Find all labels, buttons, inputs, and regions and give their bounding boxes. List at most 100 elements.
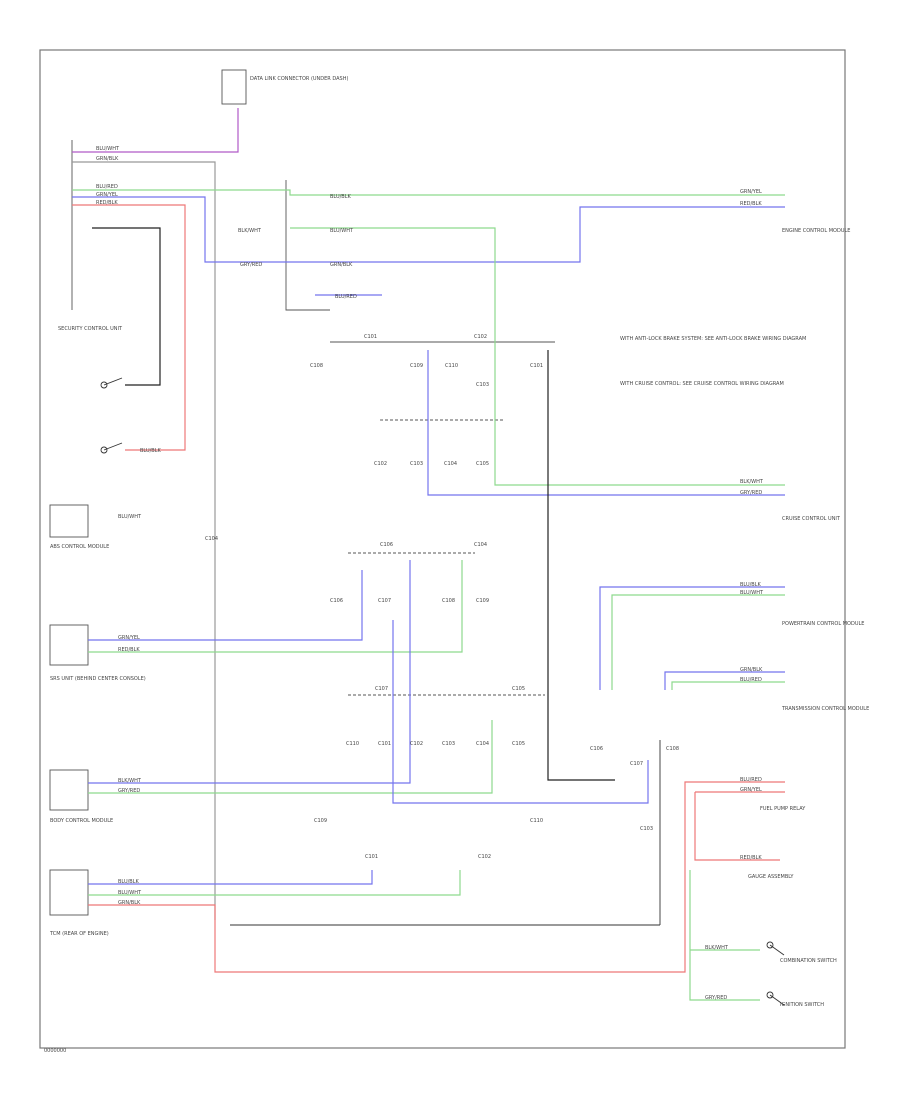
wire-green-16 xyxy=(88,720,493,794)
wire-code-label: GRY/RED xyxy=(705,995,727,1001)
data-link-label: DATA LINK CONNECTOR (UNDER DASH) xyxy=(250,76,348,82)
wire-code-label: GRY/RED xyxy=(240,262,262,268)
connector-label: C109 xyxy=(314,818,327,824)
switch-2-label: IGNITION SWITCH xyxy=(780,1002,824,1008)
wire-code-label: GRN/YEL xyxy=(740,189,762,195)
wire-green-3 xyxy=(72,189,785,196)
tcm-label: TCM (REAR OF ENGINE) xyxy=(49,931,109,937)
connector-label: C101 xyxy=(365,854,378,860)
wire-gray-2 xyxy=(72,161,216,920)
fuel-pump-label: FUEL PUMP RELAY xyxy=(760,806,806,812)
switch-1-icon xyxy=(100,381,108,389)
wire-code-label: BLK/WHT xyxy=(740,479,764,485)
wire-blue-11 xyxy=(88,570,363,641)
switch-3-arm xyxy=(769,944,785,956)
wire-blue-13 xyxy=(599,586,785,690)
connector-label: C102 xyxy=(478,854,491,860)
wire-green-10 xyxy=(88,560,463,653)
connector-label: C110 xyxy=(346,741,359,747)
wire-code-label: BLU/WHT xyxy=(118,514,142,520)
connector-label: C102 xyxy=(410,741,423,747)
wire-black-19 xyxy=(547,350,615,781)
connector-label: C103 xyxy=(442,741,455,747)
connector-label: C104 xyxy=(474,542,487,548)
wire-red-5 xyxy=(72,204,186,451)
wire-code-label: BLU/WHT xyxy=(118,890,142,896)
connector-label: C106 xyxy=(330,598,343,604)
wire-code-label: BLU/RED xyxy=(335,294,357,300)
connector-label: C103 xyxy=(640,826,653,832)
switch-3-icon xyxy=(766,941,774,949)
cruise-label: CRUISE CONTROL UNIT xyxy=(782,516,841,522)
connector-label: C101 xyxy=(530,363,543,369)
connector-label: C101 xyxy=(378,741,391,747)
wire-code-label: RED/BLK xyxy=(740,855,762,861)
note-2: WITH CRUISE CONTROL: SEE CRUISE CONTROL … xyxy=(620,381,784,387)
pcm-lower-label: TRANSMISSION CONTROL MODULE xyxy=(781,706,869,712)
connector-label: C108 xyxy=(310,363,323,369)
gauge-label: GAUGE ASSEMBLY xyxy=(748,874,794,880)
abs-module-box xyxy=(49,504,89,538)
wire-code-label: BLU/BLK xyxy=(140,448,162,454)
ecm-right-label: ENGINE CONTROL MODULE xyxy=(782,228,850,234)
switch-4-arm xyxy=(769,994,785,1006)
wire-code-label: GRN/YEL xyxy=(118,635,140,641)
wire-green-7 xyxy=(290,227,785,486)
wire-red-22 xyxy=(88,781,785,973)
wire-blue-9 xyxy=(427,350,785,496)
connector-label: C103 xyxy=(410,461,423,467)
switch-1-arm xyxy=(103,377,123,386)
wire-code-label: BLK/WHT xyxy=(238,228,262,234)
wire-code-label: GRN/BLK xyxy=(96,156,119,162)
wire-code-label: BLU/WHT xyxy=(740,590,764,596)
footer-code: 0000000 xyxy=(44,1048,66,1054)
wire-code-label: RED/BLK xyxy=(740,201,762,207)
ecm-box xyxy=(285,180,330,311)
wire-code-label: GRY/RED xyxy=(740,490,762,496)
switch-symbols xyxy=(100,377,785,1006)
connector-label: C107 xyxy=(375,686,388,692)
wire-code-label: GRN/YEL xyxy=(740,787,762,793)
switch-4-icon xyxy=(766,991,774,999)
connector-label: C103 xyxy=(476,382,489,388)
wire-red-24 xyxy=(694,792,780,861)
wire-green-25 xyxy=(689,870,760,1001)
wires xyxy=(72,108,785,1001)
wire-labels: BLU/WHT GRN/BLK BLU/RED GRN/YEL RED/BLK BLK/W… xyxy=(96,146,764,1001)
connector-label: C110 xyxy=(530,818,543,824)
connector-label: C101 xyxy=(364,334,377,340)
wire-code-label: BLU/RED xyxy=(740,777,762,783)
connector-label: C104 xyxy=(205,536,218,542)
connector-label: C110 xyxy=(445,363,458,369)
wire-green-15 xyxy=(671,681,785,690)
switch-1-label: COMBINATION SWITCH xyxy=(780,958,837,964)
wire-code-label: GRN/BLK xyxy=(740,667,763,673)
wire-code-label: BLU/RED xyxy=(96,184,118,190)
wire-blue-17 xyxy=(88,560,411,784)
wire-green-21 xyxy=(88,870,461,896)
connector-label: C109 xyxy=(410,363,423,369)
connector-label: C106 xyxy=(380,542,393,548)
wire-code-label: GRN/YEL xyxy=(96,192,118,198)
switch-2-icon xyxy=(100,446,108,454)
connector-label: C104 xyxy=(476,741,489,747)
connector-label: C108 xyxy=(442,598,455,604)
data-link-box xyxy=(221,69,247,105)
pcm-upper-label: POWERTRAIN CONTROL MODULE xyxy=(782,621,864,627)
abs-module-label: ABS CONTROL MODULE xyxy=(50,544,109,550)
component-frames xyxy=(49,69,661,926)
wire-blue-20 xyxy=(88,870,373,885)
connector-label: C107 xyxy=(630,761,643,767)
wire-code-label: GRN/BLK xyxy=(330,262,353,268)
wire-green-12 xyxy=(611,594,785,690)
component-labels: DATA LINK CONNECTOR (UNDER DASH) ENGINE … xyxy=(44,76,869,1054)
wire-code-label: BLU/WHT xyxy=(96,146,120,152)
wire-code-label: BLK/WHT xyxy=(705,945,729,951)
connector-label: C109 xyxy=(476,598,489,604)
wire-code-label: GRN/BLK xyxy=(118,900,141,906)
connector-label: C107 xyxy=(378,598,391,604)
wire-purple-1 xyxy=(72,108,239,153)
airbag-module-label: SRS UNIT (BEHIND CENTER CONSOLE) xyxy=(50,676,146,682)
wire-code-label: BLU/BLK xyxy=(118,879,140,885)
